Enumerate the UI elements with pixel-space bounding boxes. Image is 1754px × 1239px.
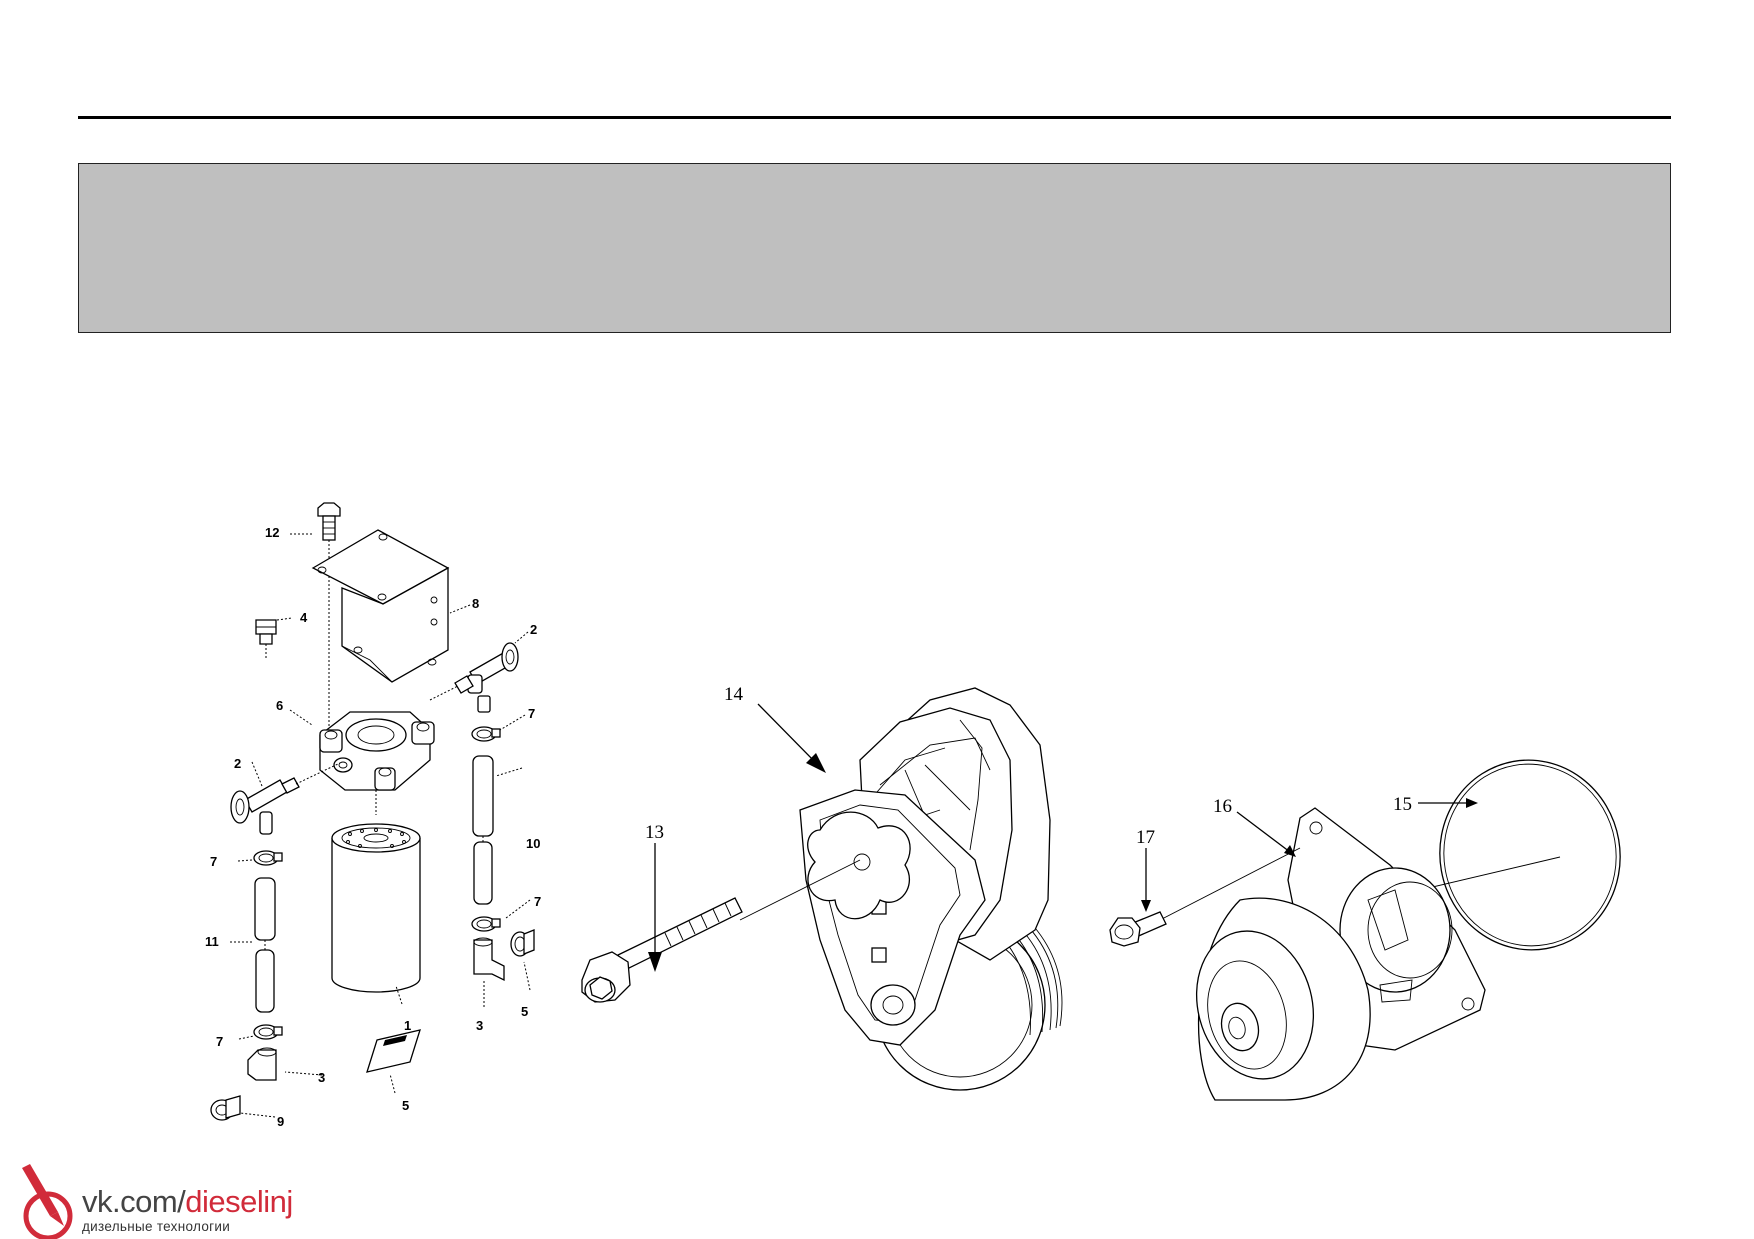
header-rule	[78, 116, 1671, 119]
fitting-2-left-drawing	[230, 762, 341, 835]
clamp-7-upper-right	[471, 726, 501, 742]
callout-14: 14	[724, 684, 744, 705]
callout-11: 11	[205, 934, 219, 949]
callout-3-left: 3	[318, 1070, 325, 1085]
callout-6: 6	[276, 698, 283, 713]
callout-15: 15	[1393, 794, 1412, 815]
nut-4-drawing	[255, 619, 277, 660]
callout-10: 10	[526, 836, 540, 851]
callout-16: 16	[1213, 796, 1232, 817]
callout-5-right: 5	[521, 1004, 528, 1019]
callout-1: 1	[404, 1018, 411, 1033]
water-pump-pulley-drawing	[1195, 897, 1371, 1101]
belt-tensioner-assembly: 14 13	[581, 684, 1063, 1091]
label-card-9-drawing	[366, 1029, 421, 1073]
clamp-7-upper-left	[253, 850, 283, 866]
callout-3-right: 3	[476, 1018, 483, 1033]
bracket-8-drawing	[311, 529, 450, 683]
callout-4: 4	[300, 610, 308, 625]
filter-cartridge-1-drawing	[331, 790, 421, 993]
clamp-7-lower-right	[471, 916, 501, 932]
plug-5-right	[510, 929, 535, 957]
bolt-17-drawing	[1109, 847, 1301, 947]
logo-url[interactable]: vk.com/dieselinj	[82, 1184, 293, 1220]
callout-7-lower-left: 7	[216, 1034, 223, 1049]
plug-5-left	[210, 1095, 241, 1121]
elbow-3-right	[473, 937, 505, 982]
callout-2-left: 2	[234, 756, 241, 771]
callout-5-left: 9	[277, 1114, 284, 1129]
callout-17: 17	[1136, 827, 1155, 848]
elbow-3-left	[247, 1047, 277, 1081]
callout-7-lower-right: 7	[534, 894, 541, 909]
tensioner-pivot-drawing	[807, 811, 911, 920]
callout-7-upper-right: 7	[528, 706, 535, 721]
hose-10-drawing	[472, 755, 494, 905]
logo-url-name: dieselinj	[185, 1184, 293, 1219]
hose-11-drawing	[254, 877, 276, 1013]
callout-13: 13	[645, 822, 664, 843]
gasket-15-drawing	[1439, 759, 1621, 951]
fuel-injector-icon	[22, 1164, 73, 1239]
logo-url-prefix: vk.com/	[82, 1184, 186, 1219]
callout-7-upper-left: 7	[210, 854, 217, 869]
logo-tagline: дизельные технологии	[82, 1219, 231, 1234]
section-banner	[78, 163, 1671, 333]
filter-head-6-drawing	[319, 711, 435, 791]
bolt-12-drawing	[317, 502, 341, 541]
callout-9: 5	[402, 1098, 409, 1113]
water-pump-assembly: 17 16 15	[1109, 759, 1621, 1101]
callout-2-right: 2	[530, 622, 537, 637]
fitting-2-right-drawing	[429, 642, 519, 713]
callout-8: 8	[472, 596, 479, 611]
clamp-7-lower-left	[253, 1024, 283, 1040]
fuel-filter-assembly: 12 4 8 2 6 7 2 7 10 11 7 1 3 5 7 3 5 9	[205, 502, 541, 1129]
callout-12: 12	[265, 525, 279, 540]
